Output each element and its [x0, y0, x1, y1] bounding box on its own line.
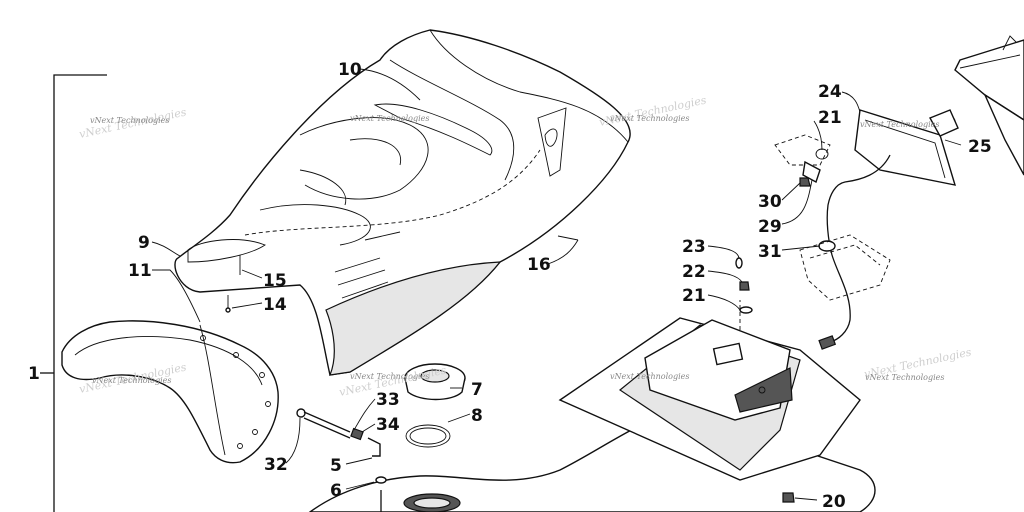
- fuel-cap-part: [404, 363, 466, 448]
- callout-31: 31: [758, 242, 782, 262]
- callout-16: 16: [527, 255, 551, 275]
- watermark: vNext Technologies: [90, 116, 169, 125]
- callout-14: 14: [263, 295, 287, 315]
- callout-32: 32: [264, 455, 288, 475]
- battery-tray-part: [558, 300, 861, 481]
- callout-33: 33: [376, 390, 400, 410]
- callout-6: 6: [330, 481, 342, 501]
- callout-15: 15: [263, 271, 287, 291]
- callout-34: 34: [376, 415, 400, 435]
- callout-21-upper: 21: [818, 108, 842, 128]
- callout-22: 22: [682, 262, 706, 282]
- watermark: vNext Technologies: [610, 114, 689, 123]
- callout-25: 25: [968, 137, 992, 157]
- callout-1: 1: [28, 364, 40, 384]
- callout-labels: 1 10 9 11 15 14 16 7 8 33 34 32 5 6 23 2…: [28, 60, 992, 512]
- callout-30: 30: [758, 192, 782, 212]
- callout-21-lower: 21: [682, 286, 706, 306]
- vent-hose-part: [296, 408, 387, 512]
- callout-11: 11: [128, 261, 152, 281]
- callout-7: 7: [471, 380, 483, 400]
- watermark: vNext Technologies: [610, 372, 689, 381]
- watermark: vNext Technologies: [865, 373, 944, 382]
- callout-10: 10: [338, 60, 362, 80]
- callout-23: 23: [682, 237, 706, 257]
- callout-29: 29: [758, 217, 782, 237]
- callout-9: 9: [138, 233, 150, 253]
- rear-panel-part: [61, 320, 279, 464]
- callout-8: 8: [471, 406, 483, 426]
- watermark: vNext Technologies: [92, 376, 171, 385]
- watermark: vNext Technologies: [350, 372, 429, 381]
- taillight-part: [774, 35, 1024, 350]
- watermark: vNext Technologies: [860, 120, 939, 129]
- assembly-bracket: [40, 74, 107, 512]
- watermark: vNext Technologies: [350, 114, 429, 123]
- leader-lines: [151, 68, 962, 501]
- callout-24: 24: [818, 82, 842, 102]
- callout-20: 20: [822, 492, 846, 512]
- callout-5: 5: [330, 456, 342, 476]
- seat-part: [174, 29, 631, 376]
